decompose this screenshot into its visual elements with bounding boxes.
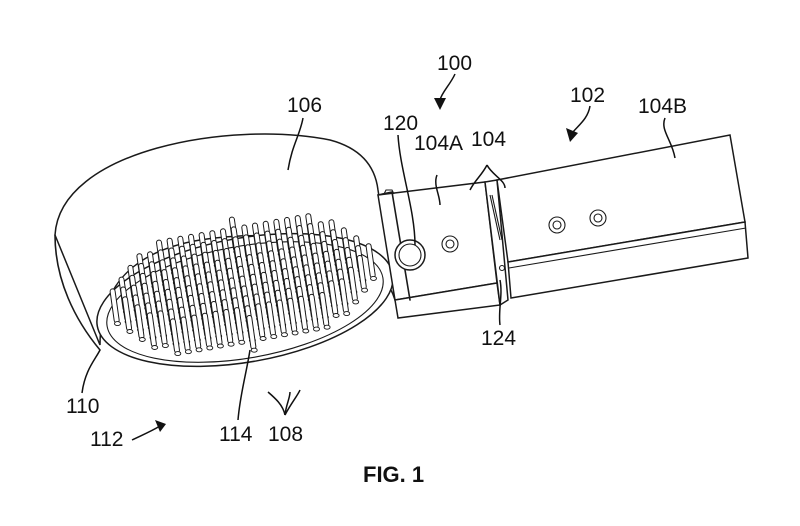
label-106: 106 [287,94,322,117]
label-100: 100 [437,52,472,75]
reference-labels: 100 102 104B 106 120 104A 104 124 110 11… [66,52,687,487]
bristle [265,301,278,340]
bristle [233,307,246,345]
bristle [365,243,377,281]
label-124: 124 [481,327,516,350]
bristle [191,314,203,353]
bristle [169,318,182,357]
label-104A: 104A [414,132,463,155]
bristle [157,310,169,349]
bristle [297,295,310,334]
bristle [328,280,340,318]
label-102: 102 [570,84,605,107]
bristle [109,288,121,327]
bristle [287,297,299,336]
bristle [356,255,369,293]
label-104: 104 [471,128,506,151]
label-108: 108 [268,423,303,446]
lead-lines [81,73,676,441]
handle-section-104A [377,181,501,319]
bristle [347,266,360,305]
bristle [276,299,288,338]
bristle [146,312,159,350]
bristle [246,315,258,353]
bristle [134,304,146,342]
label-110: 110 [66,395,99,418]
label-114: 114 [219,423,253,446]
bristle [180,316,192,355]
bristle [212,310,224,349]
label-104B: 104B [638,95,687,118]
label-112: 112 [90,428,123,451]
bristle [319,292,331,330]
figure-caption: FIG. 1 [363,462,424,487]
bristle [338,278,351,317]
bristle [255,303,267,341]
bristles-108 [109,213,377,357]
handle-section-104B [496,134,749,299]
bristle [201,312,214,351]
bristle [223,309,235,347]
bristle [122,296,134,334]
bristle [308,293,320,332]
joint-124 [484,179,509,307]
label-120: 120 [383,112,418,135]
